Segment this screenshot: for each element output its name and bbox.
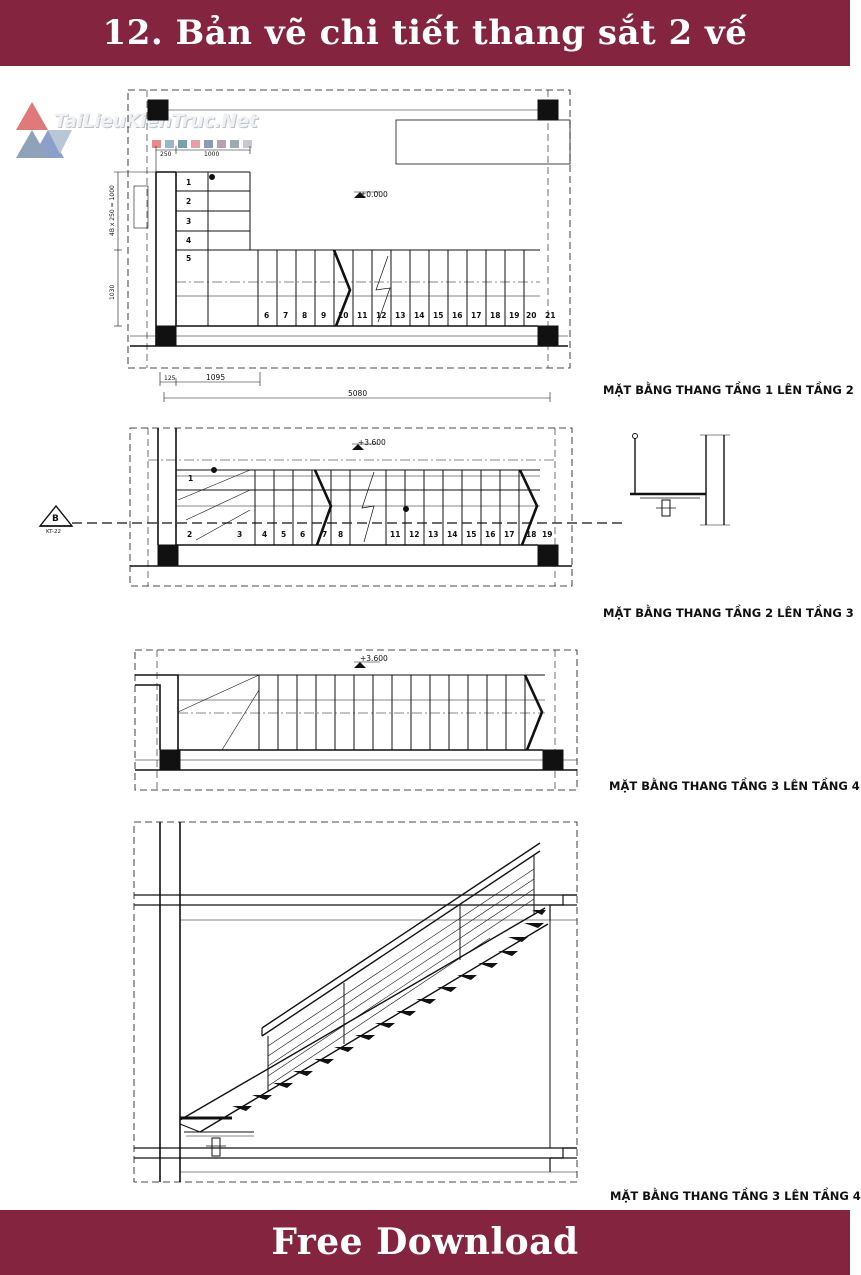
plan1-dim-b: 1000 bbox=[204, 151, 219, 158]
plan2-step: 2 bbox=[187, 530, 192, 539]
plan3-level: +3.600 bbox=[360, 654, 388, 663]
railing-detail bbox=[630, 433, 730, 526]
plan2-step: 1 bbox=[188, 474, 193, 483]
plan2-step: 19 bbox=[542, 530, 552, 539]
plan1-step: 15 bbox=[433, 311, 443, 320]
plan1-dim-left-b: 1030 bbox=[109, 285, 116, 300]
watermark-logo: TaiLieuKienTruc.Net bbox=[14, 100, 264, 160]
plan1-dim-a: 250 bbox=[160, 151, 172, 158]
plan2-step: 16 bbox=[485, 530, 495, 539]
plan1-dim-d: 1095 bbox=[206, 373, 225, 382]
plan2-step: 5 bbox=[281, 530, 286, 539]
plan1-step: 17 bbox=[471, 311, 481, 320]
plan1-step: 2 bbox=[186, 197, 191, 206]
title-banner: 12. Bản vẽ chi tiết thang sắt 2 vế bbox=[0, 0, 850, 66]
plan1-step: 9 bbox=[321, 311, 326, 320]
plan2-step: 3 bbox=[237, 530, 242, 539]
logo-color-swatches bbox=[152, 140, 252, 148]
plan2-step: 8 bbox=[338, 530, 343, 539]
plan1-level: ±0.000 bbox=[360, 190, 388, 199]
plan1-step: 14 bbox=[414, 311, 424, 320]
plan1-step: 11 bbox=[357, 311, 367, 320]
plan1-dim-total: 5080 bbox=[348, 389, 367, 398]
plan2-step: 7 bbox=[322, 530, 327, 539]
plan2-step: 6 bbox=[300, 530, 305, 539]
plan1-step: 6 bbox=[264, 311, 269, 320]
plan2-step: 11 bbox=[390, 530, 400, 539]
plan3-caption: MẶT BẰNG THANG TẦNG 3 LÊN TẦNG 4 bbox=[609, 779, 860, 793]
plan1-step: 8 bbox=[302, 311, 307, 320]
plan2-level: +3.600 bbox=[358, 438, 386, 447]
section-ref: KT-22 bbox=[46, 529, 61, 535]
section-caption: MẶT BẰNG THANG TẦNG 3 LÊN TẦNG 4 bbox=[610, 1189, 861, 1203]
plan2-step: 12 bbox=[409, 530, 419, 539]
plan1-dim-left-a: 4B x 250 = 1000 bbox=[109, 185, 116, 236]
page-title: 12. Bản vẽ chi tiết thang sắt 2 vế bbox=[102, 13, 748, 53]
plan1-step: 16 bbox=[452, 311, 462, 320]
logo-icon bbox=[16, 102, 72, 158]
plan2-caption: MẶT BẰNG THANG TẦNG 2 LÊN TẦNG 3 bbox=[603, 606, 854, 620]
plan2-step: 4 bbox=[262, 530, 267, 539]
plan1-step: 10 bbox=[338, 311, 348, 320]
plan1-step: 19 bbox=[509, 311, 519, 320]
plan1-step: 3 bbox=[186, 217, 191, 226]
plan2-step: 13 bbox=[428, 530, 438, 539]
plan2-step: 17 bbox=[504, 530, 514, 539]
section-treads bbox=[232, 910, 546, 1111]
plan1-step: 12 bbox=[376, 311, 386, 320]
plan1-step: 4 bbox=[186, 236, 191, 245]
section-mark: B bbox=[52, 514, 59, 524]
plan2-step: 18 bbox=[526, 530, 536, 539]
plan1-step: 21 bbox=[545, 311, 555, 320]
plan1-dim-c: 125 bbox=[164, 375, 176, 382]
download-label[interactable]: Free Download bbox=[271, 1221, 579, 1263]
plan1-step: 13 bbox=[395, 311, 405, 320]
plan1-step: 20 bbox=[526, 311, 536, 320]
plan2-step: 15 bbox=[466, 530, 476, 539]
plan1-step: 1 bbox=[186, 178, 191, 187]
download-banner[interactable]: Free Download bbox=[0, 1210, 850, 1275]
plan1-step: 7 bbox=[283, 311, 288, 320]
plan1-step: 18 bbox=[490, 311, 500, 320]
plan1-caption: MẶT BẰNG THANG TẦNG 1 LÊN TẦNG 2 bbox=[603, 383, 854, 397]
watermark-text: TaiLieuKienTruc.Net bbox=[54, 110, 258, 132]
plan1-step: 5 bbox=[186, 254, 191, 263]
plan2-step: 14 bbox=[447, 530, 457, 539]
